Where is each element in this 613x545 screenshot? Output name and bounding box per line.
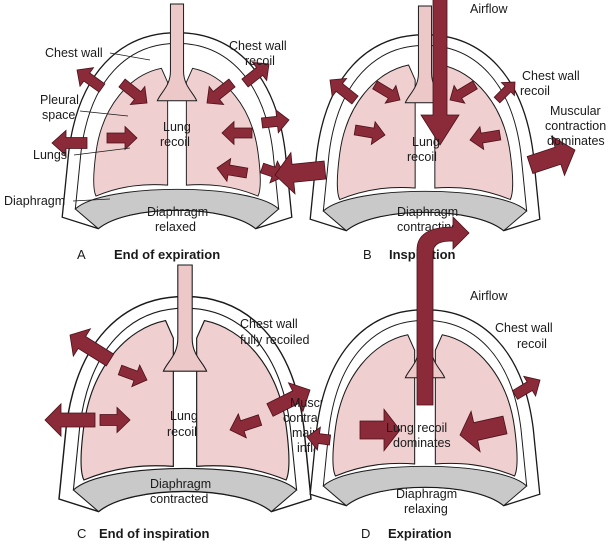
airflow-arrow-in [420, 0, 460, 146]
label-lung-recoil-b-2: recoil [407, 150, 437, 164]
arrow-chest-out-left-lower [51, 129, 88, 157]
label-lung-recoil-d-1: Lung recoil [386, 421, 447, 435]
arrow-lung-c-right [229, 412, 263, 439]
arrow-lung-in-left-lower [106, 125, 138, 151]
arrow-lung-in-right-lower [216, 157, 249, 183]
arrow-lung-b-left-lower [353, 120, 386, 146]
arrow-chest-d-right [511, 375, 541, 400]
label-lung-recoil-b-1: Lung [412, 135, 440, 149]
label-chest-wall-recoil-d-1: Chest wall [495, 321, 553, 335]
label-muscular-b-3: dominates [547, 134, 605, 148]
arrow-chest-d-left [306, 426, 332, 451]
label-muscular-b-2: contraction [545, 119, 606, 133]
caption-title-c: End of inspiration [99, 526, 210, 541]
arrow-lung-in-left-upper [118, 78, 148, 105]
caption-title-a: End of expiration [114, 247, 220, 262]
arrow-lung-c-left-lower [99, 406, 131, 434]
arrow-lung-b-right-lower [469, 125, 502, 151]
label-lung-recoil-d-2: dominates [393, 436, 451, 450]
caption-letter-b: B [363, 247, 372, 262]
label-diaphragm-relaxing-1: Diaphragm [396, 487, 457, 501]
arrow-chest-b-left-big [274, 151, 327, 195]
label-muscular-b-1: Muscular [550, 104, 601, 118]
arrow-chest-out-right-mid [260, 109, 290, 134]
arrow-lung-b-left-upper [372, 80, 401, 104]
label-lung-recoil-a-1: Lung [163, 120, 191, 134]
panel-b [274, 0, 576, 232]
label-diaphragm-relaxed-1: Diaphragm [147, 205, 208, 219]
label-chest-wall-recoil-d-2: recoil [517, 337, 547, 351]
label-diaphragm: Diaphragm [4, 194, 65, 208]
label-chest-wall: Chest wall [45, 46, 103, 60]
arrow-chest-out-left-upper [76, 67, 106, 93]
label-airflow-b: Airflow [470, 2, 508, 16]
caption-letter-c: C [77, 526, 86, 541]
panel-c [44, 264, 312, 513]
arrow-chest-b-right-upper [493, 81, 516, 104]
label-lung-recoil-c-1: Lung [170, 409, 198, 423]
arrow-chest-c-left-upper [69, 328, 115, 367]
label-chest-wall-recoil-1: Chest wall [229, 39, 287, 53]
arrow-lung-in-right-mid [221, 120, 253, 146]
caption-letter-a: A [77, 247, 86, 262]
label-diaphragm-contracted-2: contracted [150, 492, 208, 506]
label-diaphragm-relaxing-2: relaxing [404, 502, 448, 516]
arrow-lung-d-right [459, 410, 508, 453]
airflow-arrow-out [416, 216, 470, 406]
label-lungs: Lungs [33, 148, 67, 162]
arrow-chest-b-left-upper [329, 78, 359, 105]
thoracic-cavity [58, 264, 312, 513]
panel-d [306, 216, 541, 507]
label-pleural-space-1: Pleural [40, 93, 79, 107]
label-diaphragm-relaxed-2: relaxed [155, 220, 196, 234]
label-chest-wall-recoil-2: recoil [245, 54, 275, 68]
label-chest-wall-c-2: fully recoiled [240, 333, 310, 347]
arrow-lung-c-left-upper [117, 363, 148, 388]
panel-a [51, 3, 293, 230]
caption-title-d: Expiration [388, 526, 452, 541]
arrow-chest-c-right [266, 382, 311, 417]
arrow-lung-in-right-upper [206, 78, 236, 105]
thoracic-cavity [61, 3, 293, 230]
label-lung-recoil-a-2: recoil [160, 135, 190, 149]
label-chest-wall-c-1: Chest wall [240, 317, 298, 331]
arrow-lung-d-left [359, 408, 401, 452]
label-diaphragm-contracted-1: Diaphragm [150, 477, 211, 491]
label-chest-wall-recoil-b-2: recoil [520, 84, 550, 98]
arrow-chest-b-right-big [526, 135, 576, 177]
leader-lines [72, 52, 151, 202]
label-airflow-d: Airflow [470, 289, 508, 303]
label-pleural-space-2: space [42, 108, 75, 122]
label-diaphragm-contracting-1: Diaphragm [397, 205, 458, 219]
arrow-chest-out-right-upper [241, 61, 270, 88]
arrow-chest-c-left-lower [44, 402, 96, 438]
caption-letter-d: D [361, 526, 370, 541]
arrow-lung-b-right-upper [449, 80, 478, 104]
label-lung-recoil-c-2: recoil [167, 425, 197, 439]
label-chest-wall-recoil-b-1: Chest wall [522, 69, 580, 83]
